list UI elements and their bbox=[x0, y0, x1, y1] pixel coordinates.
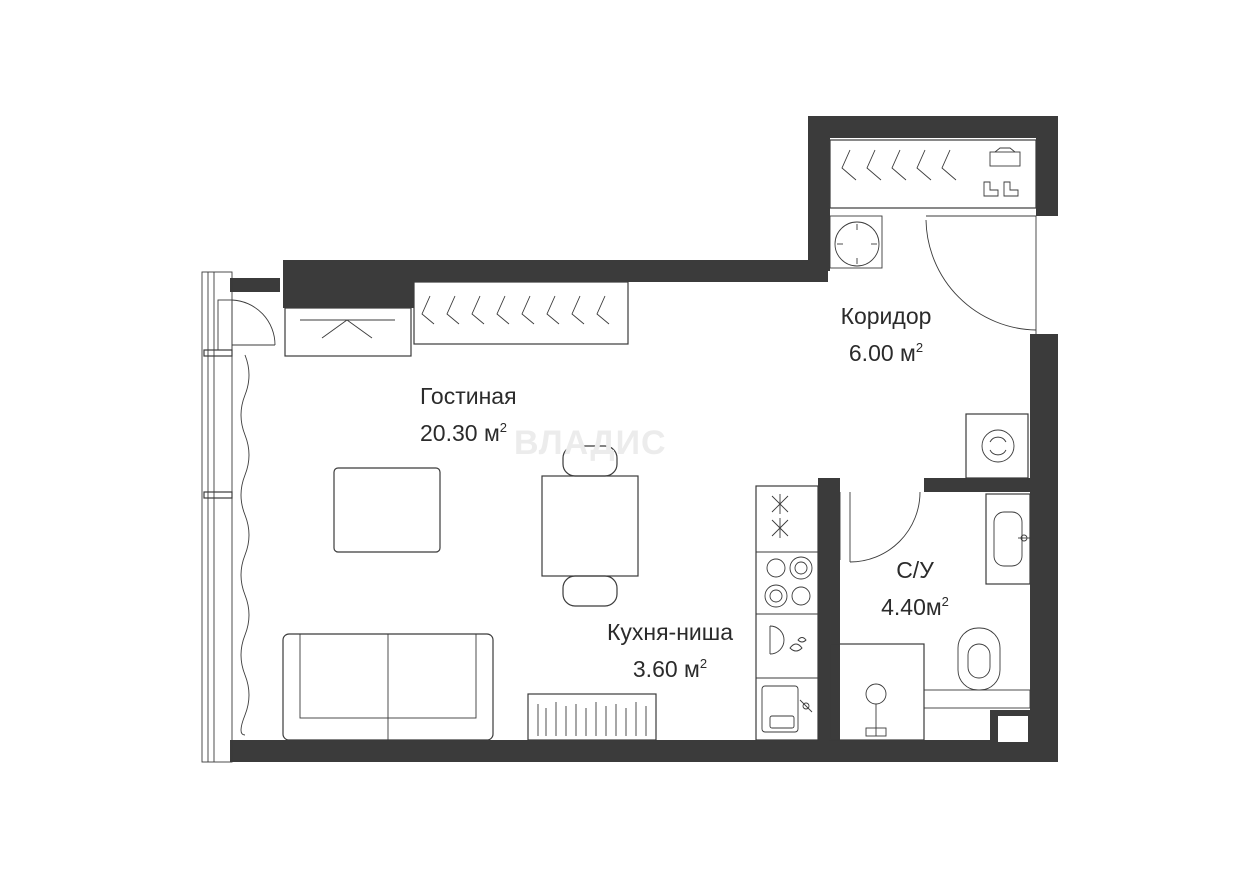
room-name: Гостиная bbox=[420, 383, 517, 409]
range-hood-icon bbox=[771, 494, 789, 538]
room-label-corridor: Коридор 6.00 м2 bbox=[826, 300, 946, 369]
wardrobe-icon bbox=[413, 281, 629, 345]
room-name: Коридор bbox=[840, 303, 932, 329]
toilet-icon bbox=[923, 627, 1031, 709]
room-label-bathroom: С/У 4.40м2 bbox=[860, 554, 970, 623]
round-table-icon bbox=[829, 215, 883, 269]
room-area: 3.60 м2 bbox=[632, 656, 708, 682]
washing-machine-icon bbox=[965, 413, 1029, 479]
room-area: 20.30 м2 bbox=[420, 420, 507, 446]
room-label-living: Гостиная 20.30 м2 bbox=[420, 380, 517, 449]
sofa-icon bbox=[282, 633, 494, 741]
table-icon bbox=[541, 445, 639, 607]
tv-stand-icon bbox=[284, 307, 412, 357]
shower-icon bbox=[829, 643, 925, 741]
stove-icon bbox=[764, 556, 813, 608]
shoe-rack-icon bbox=[829, 139, 1037, 209]
watermark: ВЛАДИС bbox=[514, 424, 667, 462]
bathroom-door bbox=[839, 491, 921, 563]
room-name: Кухня-ниша bbox=[606, 619, 733, 645]
room-label-kitchen: Кухня-ниша 3.60 м2 bbox=[590, 616, 750, 685]
window bbox=[201, 271, 276, 763]
sink-icon bbox=[761, 685, 813, 733]
dishwasher-icon bbox=[769, 625, 807, 655]
kitchen-counter bbox=[755, 485, 819, 741]
coffee-table-icon bbox=[333, 467, 441, 553]
washbasin-icon bbox=[985, 493, 1031, 585]
room-area: 4.40м2 bbox=[881, 594, 949, 620]
entrance-door bbox=[925, 215, 1037, 334]
room-name: С/У bbox=[896, 557, 934, 583]
bookshelf-icon bbox=[527, 693, 657, 741]
walls bbox=[230, 116, 1058, 762]
room-area: 6.00 м2 bbox=[848, 340, 924, 366]
